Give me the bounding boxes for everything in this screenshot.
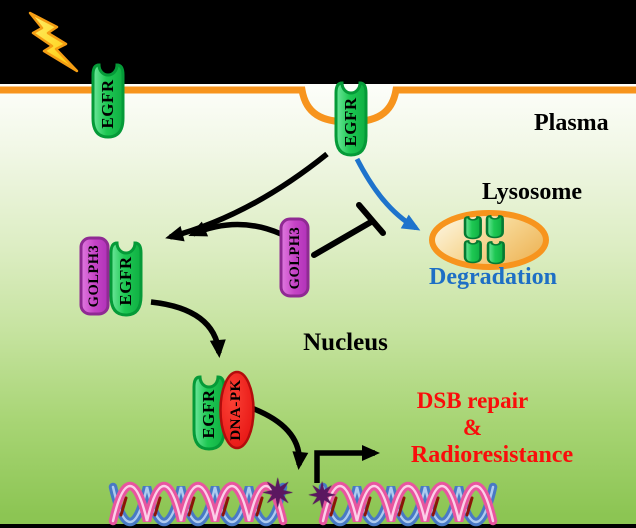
arrow-egfr-to-lysosome bbox=[354, 157, 421, 231]
lightning-bolt-icon bbox=[28, 11, 79, 73]
lysosome-label: Lysosome bbox=[481, 179, 582, 205]
golph3-protein-free bbox=[279, 217, 310, 298]
arrow-complex-to-nucleus bbox=[150, 299, 226, 358]
top-black-bar bbox=[0, 0, 636, 84]
arrow-transcription-outcome bbox=[314, 445, 380, 483]
egfr-internalized-label: EGFR bbox=[341, 97, 360, 147]
egfr-bound-label: EGFR bbox=[116, 256, 135, 306]
radioresistance-label: Radioresistance bbox=[410, 442, 574, 468]
ampersand-label: & bbox=[462, 415, 483, 440]
lysosome-vesicle bbox=[429, 210, 549, 270]
dna-damage-star-icon: ✷ bbox=[307, 476, 338, 517]
plasma-label: Plasma bbox=[534, 110, 609, 136]
egfr-nuclear-label: EGFR bbox=[199, 389, 218, 439]
dna-damage-star-icon: ✷ bbox=[261, 471, 295, 517]
arrow-golph3-binding bbox=[188, 221, 283, 237]
golph3-bound-label: GOLPH3 bbox=[86, 244, 102, 308]
dna-pk-label: DNA-PK bbox=[228, 379, 244, 441]
dna-pk-protein bbox=[219, 370, 255, 450]
dsb-repair-label: DSB repair bbox=[416, 388, 529, 413]
egfr-surface-label: EGFR bbox=[98, 79, 117, 129]
bottom-black-bar bbox=[0, 524, 636, 528]
dna-helix-left bbox=[108, 481, 288, 527]
golph3-protein-bound bbox=[79, 236, 110, 316]
inhibition-tbar-golph3-blocks-degradation bbox=[311, 202, 386, 258]
dna-helix-right bbox=[318, 481, 498, 527]
arrow-dnapk-to-dna bbox=[248, 404, 309, 470]
nucleus-label: Nucleus bbox=[303, 329, 388, 356]
golph3-free-label: GOLPH3 bbox=[287, 226, 303, 290]
degradation-label: Degradation bbox=[429, 264, 557, 290]
